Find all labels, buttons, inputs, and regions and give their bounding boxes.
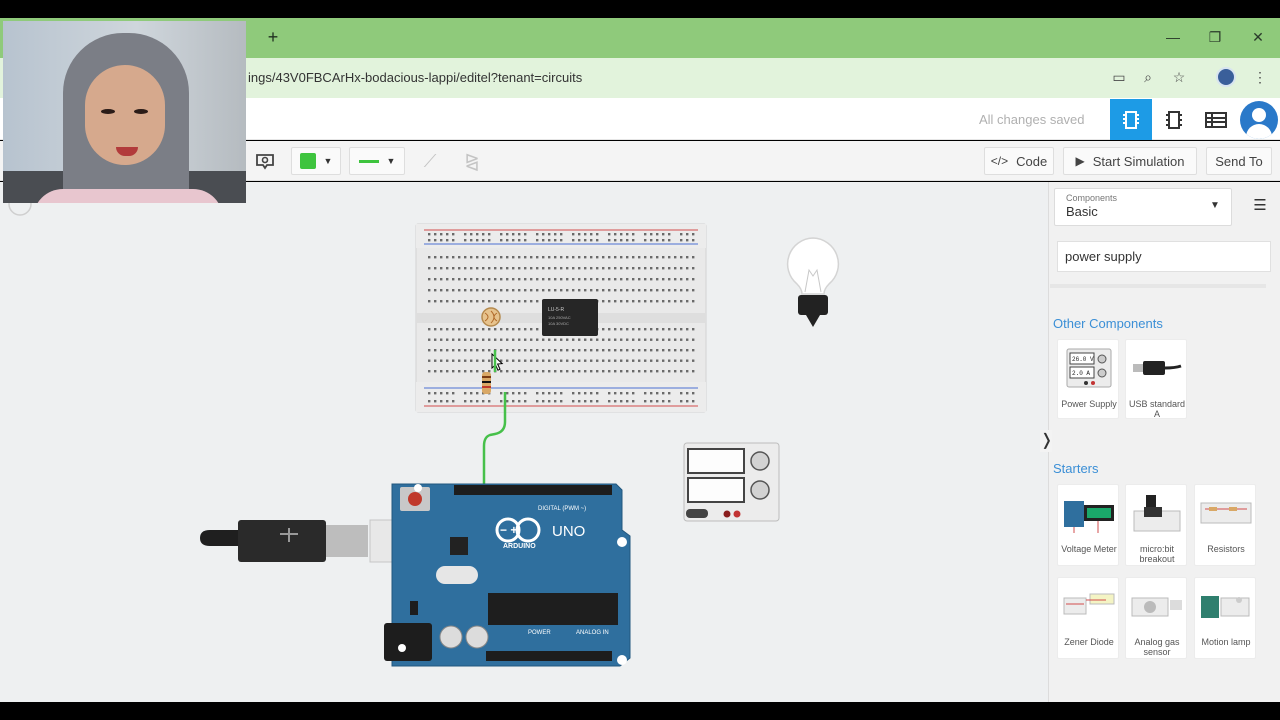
component-search-input[interactable] bbox=[1057, 241, 1271, 272]
cast-icon[interactable]: ▭ bbox=[1112, 69, 1126, 85]
menu-dots-icon[interactable]: ⋮ bbox=[1253, 69, 1267, 85]
chevron-down-icon: ▼ bbox=[1210, 200, 1220, 211]
svg-text:LU-5-R: LU-5-R bbox=[548, 307, 565, 313]
circuit-view-icon bbox=[1123, 110, 1139, 129]
panel-divider bbox=[1050, 284, 1266, 288]
save-status: All changes saved bbox=[979, 112, 1085, 127]
chevron-down-icon: ▼ bbox=[323, 156, 333, 166]
wire-type-swatch bbox=[358, 159, 379, 163]
starters-heading: Starters bbox=[1053, 461, 1099, 476]
photoresistor[interactable] bbox=[481, 307, 501, 327]
component-list-icon bbox=[1205, 111, 1227, 128]
schematic-view-button[interactable] bbox=[1153, 99, 1195, 140]
usb-thumbnail bbox=[1133, 361, 1182, 375]
profile-avatar[interactable] bbox=[1216, 67, 1236, 87]
wire-color-picker[interactable]: ▼ bbox=[291, 147, 341, 175]
flip-icon[interactable]: ⧎ bbox=[464, 151, 480, 171]
start-simulation-button[interactable]: ▶ Start Simulation bbox=[1063, 147, 1197, 175]
starter-card-zener-diode[interactable]: Zener Diode bbox=[1057, 577, 1119, 659]
starter-card-microbit-breakout[interactable]: micro:bit breakout bbox=[1125, 484, 1187, 566]
starter-card-label: micro:bit breakout bbox=[1139, 544, 1175, 564]
components-select-caption: Components bbox=[1066, 193, 1118, 203]
notes-visibility-button[interactable] bbox=[250, 147, 280, 175]
motion-lamp-thumbnail bbox=[1201, 596, 1250, 618]
send-to-label: Send To bbox=[1215, 153, 1263, 169]
breadboard[interactable] bbox=[415, 223, 707, 413]
psu-current-readout: 2.0 A bbox=[1072, 370, 1090, 377]
svg-text:10A 250VAC: 10A 250VAC bbox=[548, 315, 571, 320]
arduino-uno[interactable]: − + ARDUINO UNO DIGITAL (PWM ~) POWER AN… bbox=[384, 483, 631, 667]
minimize-button[interactable]: — bbox=[1166, 29, 1180, 45]
voltage-meter-thumbnail bbox=[1064, 501, 1114, 533]
components-category-select[interactable] bbox=[1054, 188, 1232, 226]
code-button[interactable]: </> Code bbox=[984, 147, 1054, 175]
schematic-view-icon bbox=[1166, 110, 1182, 129]
svg-text:10A 30VDC: 10A 30VDC bbox=[548, 321, 569, 326]
url-text[interactable]: ings/43V0FBCArHx-bodacious-lappi/editel?… bbox=[248, 70, 583, 85]
wire-color-swatch bbox=[299, 153, 316, 169]
code-icon: </> bbox=[990, 154, 1009, 168]
user-avatar[interactable] bbox=[1240, 101, 1278, 139]
component-card-usb-standard-a[interactable]: USB standard A bbox=[1125, 339, 1187, 419]
zoom-icon[interactable]: ⌕ bbox=[1144, 69, 1152, 85]
starter-card-motion-lamp[interactable]: Motion lamp bbox=[1194, 577, 1256, 659]
rotate-icon[interactable]: ⟋ bbox=[423, 151, 437, 171]
relay[interactable]: LU-5-R 10A 250VAC 10A 30VDC bbox=[542, 299, 598, 336]
bookmark-star-icon[interactable]: ☆ bbox=[1172, 69, 1186, 85]
arduino-model-label: UNO bbox=[552, 523, 585, 540]
microbit-thumbnail bbox=[1133, 495, 1181, 532]
components-select-value: Basic bbox=[1066, 204, 1098, 219]
component-card-power-supply[interactable]: 26.0 V 2.0 A Power Supply bbox=[1057, 339, 1119, 419]
starter-card-voltage-meter[interactable]: Voltage Meter bbox=[1057, 484, 1119, 566]
starter-card-label: Motion lamp bbox=[1201, 637, 1251, 647]
starter-card-label: Zener Diode bbox=[1064, 637, 1114, 647]
starter-card-analog-gas-sensor[interactable]: Analog gas sensor bbox=[1125, 577, 1187, 659]
component-card-label: USB standard A bbox=[1128, 399, 1186, 419]
arduino-brand-label: ARDUINO bbox=[503, 543, 536, 550]
chevron-down-icon: ▼ bbox=[386, 156, 396, 166]
restore-button[interactable]: ❐ bbox=[1208, 29, 1222, 45]
play-icon: ▶ bbox=[1075, 154, 1085, 168]
resistor[interactable] bbox=[482, 372, 491, 394]
webcam-overlay bbox=[3, 21, 246, 203]
power-supply[interactable] bbox=[683, 442, 780, 522]
power-supply-thumbnail: 26.0 V 2.0 A bbox=[1066, 348, 1112, 388]
eye-icon bbox=[256, 154, 274, 170]
other-components-heading: Other Components bbox=[1053, 316, 1163, 331]
send-to-button[interactable]: Send To bbox=[1206, 147, 1272, 175]
list-view-icon[interactable]: ☰ bbox=[1253, 197, 1267, 214]
code-label: Code bbox=[1016, 153, 1048, 169]
new-tab-button[interactable]: + bbox=[267, 27, 279, 47]
start-simulation-label: Start Simulation bbox=[1092, 153, 1185, 169]
starter-card-label: Analog gas sensor bbox=[1134, 637, 1180, 657]
svg-text:− +: − + bbox=[500, 523, 517, 537]
circuit-drawing: LU-5-R 10A 250VAC 10A 30VDC bbox=[8, 192, 840, 667]
wire-type-picker[interactable]: ▼ bbox=[349, 147, 405, 175]
wire[interactable] bbox=[482, 392, 507, 484]
component-list-button[interactable] bbox=[1195, 99, 1237, 140]
zener-diode-thumbnail bbox=[1063, 593, 1115, 615]
psu-voltage-readout: 26.0 V bbox=[1072, 356, 1094, 363]
arduino-digital-label: DIGITAL (PWM ~) bbox=[538, 506, 586, 512]
starter-card-resistors[interactable]: Resistors bbox=[1194, 484, 1256, 566]
close-button[interactable]: ✕ bbox=[1252, 29, 1264, 45]
gas-sensor-thumbnail bbox=[1131, 597, 1182, 617]
collapse-panel-icon[interactable]: ❭ bbox=[1040, 430, 1053, 452]
arduino-power-label: POWER bbox=[528, 630, 551, 636]
circuit-canvas[interactable]: LU-5-R 10A 250VAC 10A 30VDC bbox=[0, 182, 1048, 702]
component-card-label: Power Supply bbox=[1061, 399, 1117, 409]
bottom-black-bar bbox=[0, 702, 1280, 720]
arduino-analog-label: ANALOG IN bbox=[576, 630, 609, 636]
resistors-thumbnail bbox=[1200, 502, 1252, 524]
light-bulb[interactable] bbox=[786, 237, 840, 327]
starter-card-label: Resistors bbox=[1207, 544, 1245, 554]
starter-card-label: Voltage Meter bbox=[1061, 544, 1117, 554]
circuit-view-button[interactable] bbox=[1110, 99, 1152, 140]
